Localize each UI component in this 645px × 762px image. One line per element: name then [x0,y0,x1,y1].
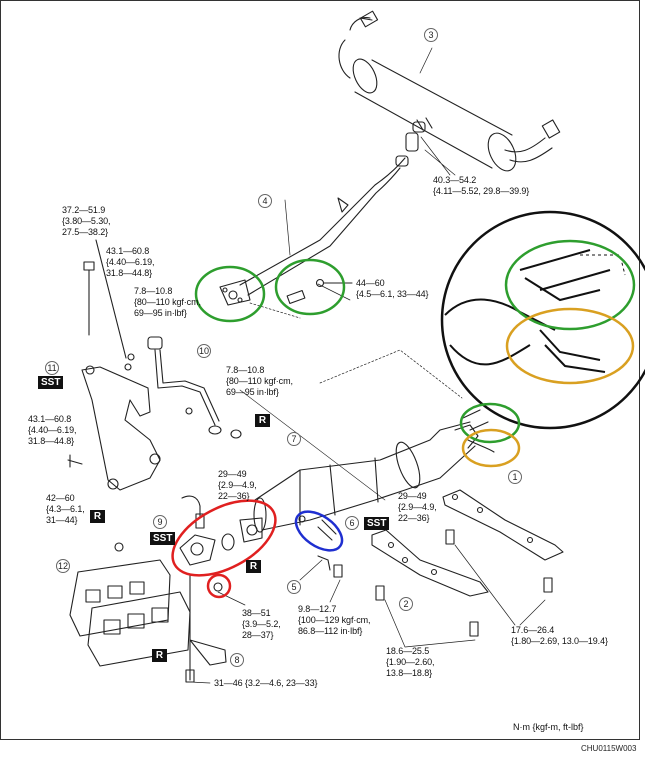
torque-converter-nut: 38—51 {3.9—5.2, 28—37} [242,608,281,640]
part-number-9: 9 [153,515,167,529]
replace-tag-manifold-nut: R [90,510,105,523]
part-number-4: 4 [258,194,272,208]
torque-pipe-nut-10: 7.8—10.8 {80—110 kgf·cm, 69—95 in·lbf} [226,365,293,397]
part-number-5: 5 [287,580,301,594]
muffler-part-3 [338,10,561,172]
zoom-inset [440,210,645,430]
highlight-red-flange [171,499,277,577]
part-number-12: 12 [56,559,70,573]
highlight-green-flange [194,265,266,323]
torque-bracket-bolt-top: 37.2—51.9 {3.80—5.30, 27.5—38.2} [62,205,111,237]
crossmember-part-2 [371,529,489,637]
torque-air-valve-nut: 7.8—10.8 {80—110 kgf·cm, 69—95 in·lbf} [134,286,201,318]
highlight-blue-sensor [294,510,344,552]
highlight-green-stud [274,258,346,316]
highlight-green-small [459,402,521,444]
torque-pipe-flange-nut: 44—60 {4.5—6.1, 33—44} [356,278,429,299]
spring-stud [286,289,306,305]
part-number-8: 8 [230,653,244,667]
part-number-11: 11 [45,361,59,375]
torque-sensor-bracket-bolt: 9.8—12.7 {100—129 kgf·cm, 86.8—112 in·lb… [298,604,371,636]
part-number-2: 2 [399,597,413,611]
torque-stay-bolt: 31—46 {3.2—4.6, 23—33} [214,678,318,688]
torque-crossmember-1-bolt: 17.6—26.4 {1.80—2.69, 13.0—19.4} [511,625,608,646]
torque-bracket-nut: 43.1—60.8 {4.40—6.19, 31.8—44.8} [106,246,155,278]
sst-tag-front-sensor: SST [150,532,176,545]
o2-sensor-rear [317,519,337,541]
sst-tag-bracket: SST [38,376,64,389]
torque-o2-sensor-front: 29—49 {2.9—4.9, 22—36} [218,469,257,501]
air-pipe-part-10 [95,239,242,439]
stay-part-8 [189,639,227,666]
part-number-7: 7 [287,432,301,446]
torque-crossmember-2-bolt: 18.6—25.5 {1.90—2.60, 13.8—18.8} [386,646,435,678]
sensor-bracket-bolt [333,564,343,578]
figure-code: CHU0115W003 [581,744,637,753]
torque-bracket-bolt-lower: 43.1—60.8 {4.40—6.19, 31.8—44.8} [28,414,77,446]
part-number-10: 10 [197,344,211,358]
bracket-part-11 [67,261,161,491]
replace-tag-converter-gasket: R [246,560,261,573]
highlight-green-inset [504,239,636,331]
replace-tag-air-pipe-gasket: R [255,414,270,427]
exhaust-manifold-part-12 [69,542,191,667]
units-note: N·m {kgf-m, ft-lbf} [513,722,584,732]
crossmember-part-1 [442,489,564,593]
sensor-bracket-part-5 [317,555,331,571]
highlight-orange-inset [505,307,635,385]
torque-manifold-nut: 42—60 {4.3—6.1, 31—44} [46,493,85,525]
part-number-1: 1 [508,470,522,484]
diagram-frame [0,0,640,740]
part-number-3: 3 [424,28,438,42]
front-pipe-part-4 [219,155,409,306]
highlight-orange-small [461,428,521,468]
torque-o2-sensor-rear: 29—49 {2.9—4.9, 22—36} [398,491,437,523]
sst-tag-rear-sensor: SST [364,517,390,530]
part-number-6: 6 [345,516,359,530]
torque-muffler-clamp: 40.3—54.2 {4.11—5.52, 29.8—39.9} [433,175,530,196]
highlight-red-nut [206,573,232,599]
replace-tag-manifold-gasket: R [152,649,167,662]
flange-nut [315,278,325,288]
o2-sensor-front-wire [181,495,201,519]
